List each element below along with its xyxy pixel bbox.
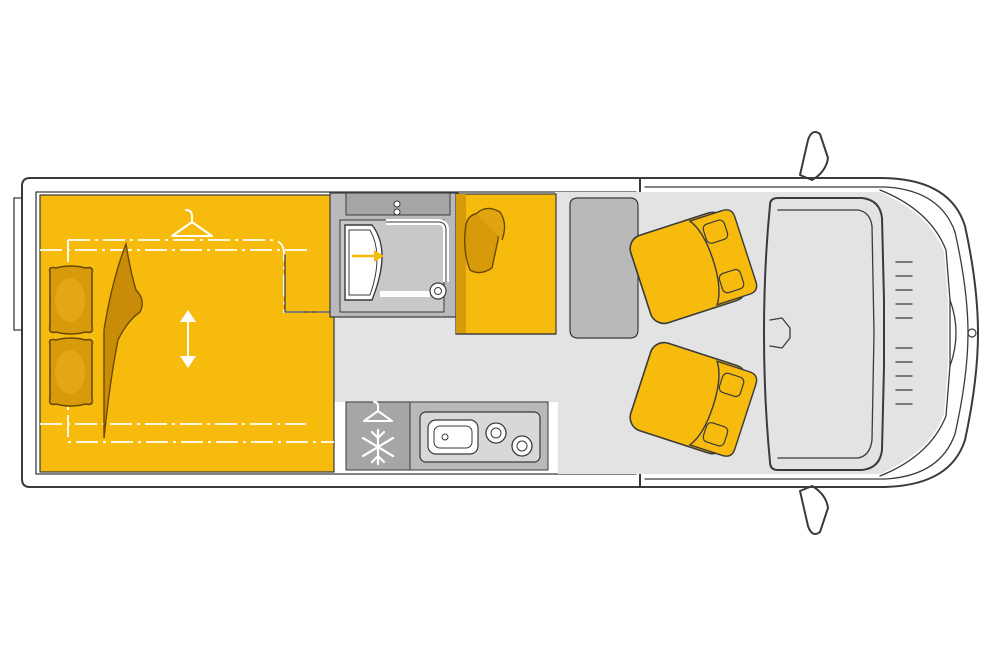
bench-seat [455,193,557,335]
toilet-icon [344,224,383,301]
kitchen [345,401,549,471]
hanger-icon [171,209,213,237]
steering-wheel-icon [967,328,977,338]
height-adjust-icon [180,310,196,368]
cushion-icon [463,207,506,274]
passenger-seat [629,341,758,457]
driver-seat [629,209,758,325]
hanger-icon [363,401,393,422]
mirror-bottom [799,485,829,535]
partition-wall [569,197,639,339]
mirror-top [799,131,829,181]
radiator-grille [895,261,957,405]
blanket-icon [103,241,143,439]
dashboard [763,197,885,471]
sink-icon [427,419,479,455]
door-arrow-icon [352,250,384,262]
pillow-icon [48,265,94,407]
bathroom [329,192,459,318]
gas-burner-icon [485,422,533,457]
rear-bed [39,194,335,473]
snowflake-icon [361,428,395,466]
